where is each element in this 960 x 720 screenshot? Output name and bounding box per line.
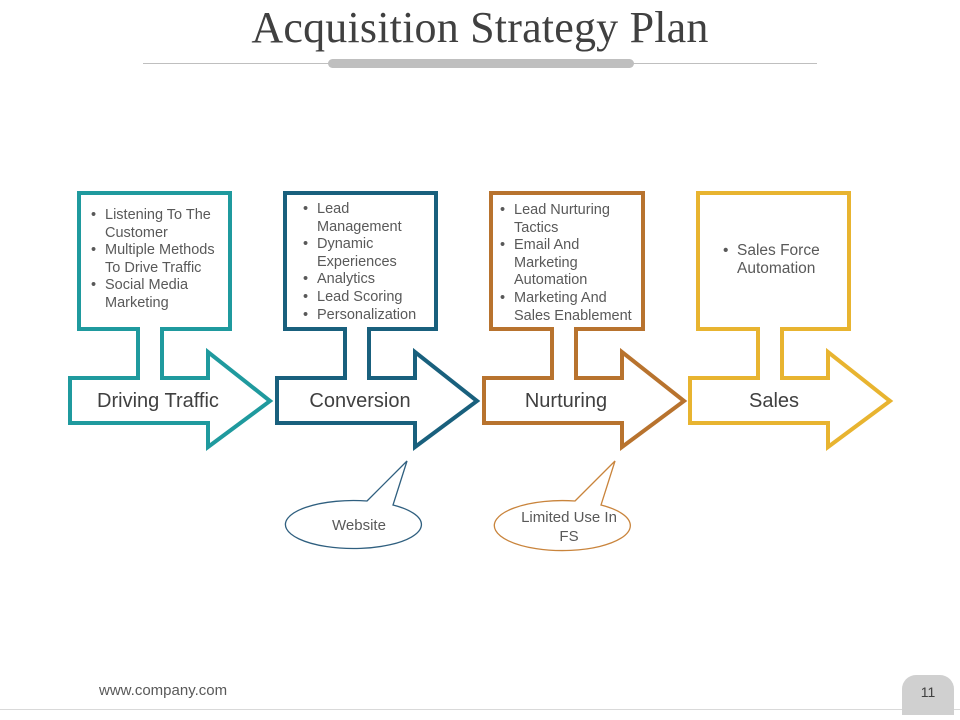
bullet-item: Personalization <box>297 307 435 325</box>
stage-label-sales: Sales <box>748 390 800 412</box>
bullet-item: Marketing And Sales Enablement <box>494 290 640 325</box>
title-accent-bar <box>328 59 634 68</box>
bullet-item: Lead Nurturing Tactics <box>494 202 620 237</box>
stage-bullets-sales: Sales Force Automation <box>717 242 843 277</box>
bullet-item: Listening To The Customer <box>85 207 229 242</box>
stage-label-conversion: Conversion <box>309 390 411 412</box>
footer-url[interactable]: www.company.com <box>99 682 228 699</box>
bullet-item: Lead Scoring <box>297 289 435 307</box>
callout-bubble-website <box>284 460 423 550</box>
bullet-item: Analytics <box>297 271 435 289</box>
stage-label-driving-traffic: Driving Traffic <box>97 390 219 412</box>
stage-bullets-conversion: Lead Management Dynamic Experiences Anal… <box>297 201 435 324</box>
footer-divider <box>0 709 960 710</box>
bullet-item: Sales Force Automation <box>717 242 843 277</box>
stage-bullets-driving-traffic: Listening To The Customer Multiple Metho… <box>85 207 229 313</box>
page-number: 11 <box>920 684 936 700</box>
page-number-badge: 11 <box>902 675 954 715</box>
callout-text-website: Website <box>332 517 386 534</box>
stage-bullets-nurturing: Lead Nurturing Tactics Email And Marketi… <box>494 202 640 325</box>
page-title: Acquisition Strategy Plan <box>251 3 709 52</box>
bullet-item: Dynamic Experiences <box>297 236 417 271</box>
bullet-item: Multiple Methods To Drive Traffic <box>85 242 229 277</box>
bullet-item: Lead Management <box>297 201 403 236</box>
callout-text-limited-use: Limited Use In FS <box>521 509 617 545</box>
bullet-item: Email And Marketing Automation <box>494 237 600 290</box>
bullet-item: Social Media Marketing <box>85 277 229 312</box>
stage-label-nurturing: Nurturing <box>524 390 608 412</box>
callout-bubble-limited-use <box>493 460 631 552</box>
